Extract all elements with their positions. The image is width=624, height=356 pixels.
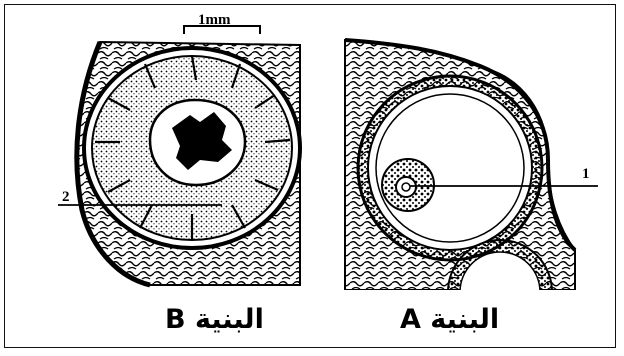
- scale-bar-label: 1mm: [198, 12, 231, 29]
- label-1: 1: [582, 166, 590, 183]
- structure-b-drawing: [77, 42, 300, 285]
- label-2: 2: [62, 189, 70, 206]
- caption-area: [50, 290, 610, 346]
- caption-structure-b: البنية B: [165, 304, 264, 335]
- caption-structure-a: البنية A: [400, 304, 499, 335]
